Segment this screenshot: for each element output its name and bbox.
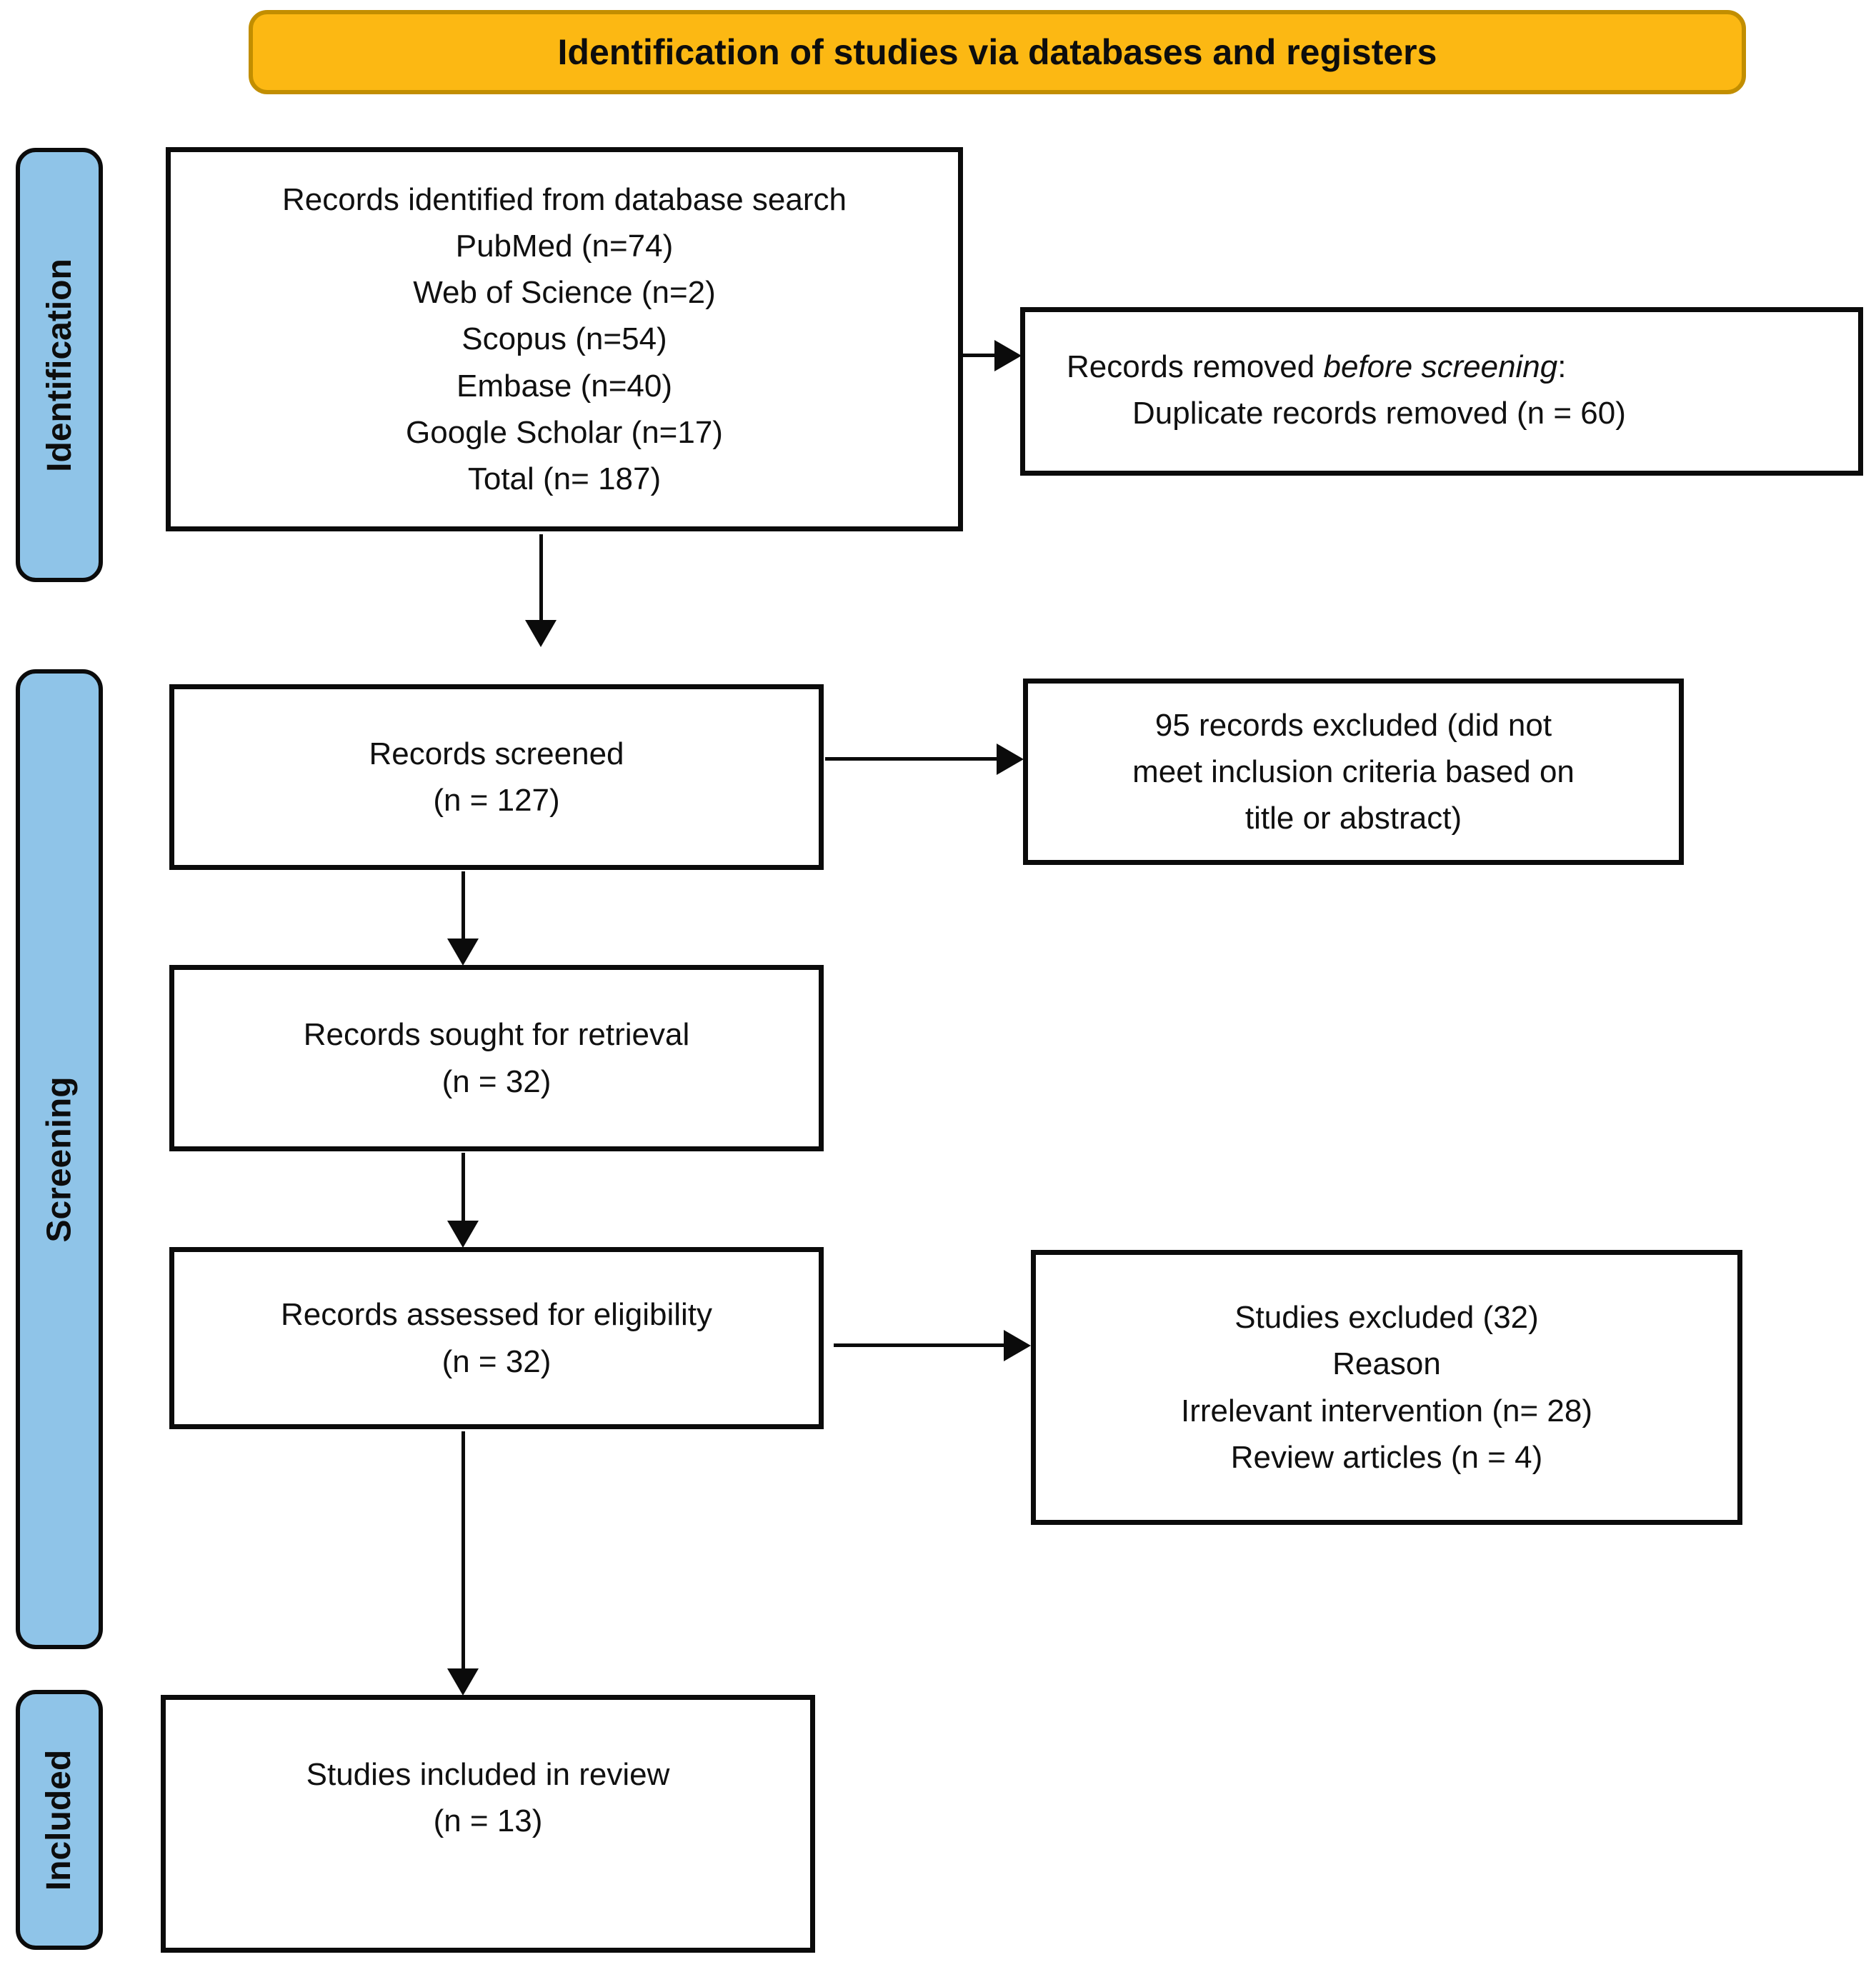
arrow-assessed-to-included-head-icon — [447, 1668, 479, 1696]
arrow-identified-to-removed-line — [959, 354, 996, 357]
arrow-assessed-to-included-line — [461, 1431, 465, 1670]
stage-label-included: Included — [40, 1749, 79, 1891]
studies-excluded-text: Studies excluded (32) Reason Irrelevant … — [1181, 1300, 1592, 1475]
records-screened-text: Records screened (n = 127) — [369, 736, 624, 818]
studies-included-box: Studies included in review (n = 13) — [161, 1695, 815, 1953]
duplicates-removed-text: Duplicate records removed (n = 60) — [1132, 396, 1626, 431]
records-removed-suffix: : — [1557, 349, 1567, 384]
stage-bar-screening: Screening — [16, 669, 103, 1649]
records-removed-box: Records removed before screening: Duplic… — [1020, 307, 1863, 476]
arrow-screened-to-sought-head-icon — [447, 939, 479, 966]
stage-bar-identification: Identification — [16, 148, 103, 582]
studies-excluded-box: Studies excluded (32) Reason Irrelevant … — [1031, 1250, 1742, 1525]
arrow-screened-to-sought-line — [461, 871, 465, 940]
records-identified-text: Records identified from database search … — [282, 182, 847, 496]
banner-title: Identification of studies via databases … — [557, 32, 1437, 72]
arrow-identified-to-screened-head-icon — [525, 620, 557, 647]
arrow-screened-to-excluded-line — [825, 757, 998, 761]
records-excluded-text: 95 records excluded (did not meet inclus… — [1132, 707, 1575, 836]
arrow-identified-to-screened-line — [539, 534, 543, 621]
arrow-sought-to-assessed-head-icon — [447, 1221, 479, 1248]
records-excluded-box: 95 records excluded (did not meet inclus… — [1023, 679, 1684, 865]
stage-bar-included: Included — [16, 1690, 103, 1950]
banner: Identification of studies via databases … — [249, 10, 1746, 94]
records-sought-text: Records sought for retrieval (n = 32) — [303, 1017, 690, 1099]
records-sought-box: Records sought for retrieval (n = 32) — [169, 965, 824, 1151]
records-removed-prefix: Records removed — [1067, 349, 1324, 384]
arrow-identified-to-removed-head-icon — [994, 340, 1022, 371]
records-assessed-text: Records assessed for eligibility (n = 32… — [280, 1297, 713, 1379]
arrow-screened-to-excluded-head-icon — [997, 744, 1024, 775]
stage-label-identification: Identification — [40, 258, 79, 472]
arrow-assessed-to-excluded-line — [834, 1343, 1005, 1347]
arrow-assessed-to-excluded-head-icon — [1004, 1330, 1031, 1361]
records-removed-heading: Records removed before screening: — [1067, 344, 1837, 390]
records-removed-italic: before screening — [1323, 349, 1558, 384]
stage-label-screening: Screening — [40, 1076, 79, 1243]
records-identified-box: Records identified from database search … — [166, 147, 963, 531]
arrow-sought-to-assessed-line — [461, 1153, 465, 1222]
records-screened-box: Records screened (n = 127) — [169, 684, 824, 870]
studies-included-text: Studies included in review (n = 13) — [306, 1757, 670, 1839]
records-assessed-box: Records assessed for eligibility (n = 32… — [169, 1247, 824, 1429]
